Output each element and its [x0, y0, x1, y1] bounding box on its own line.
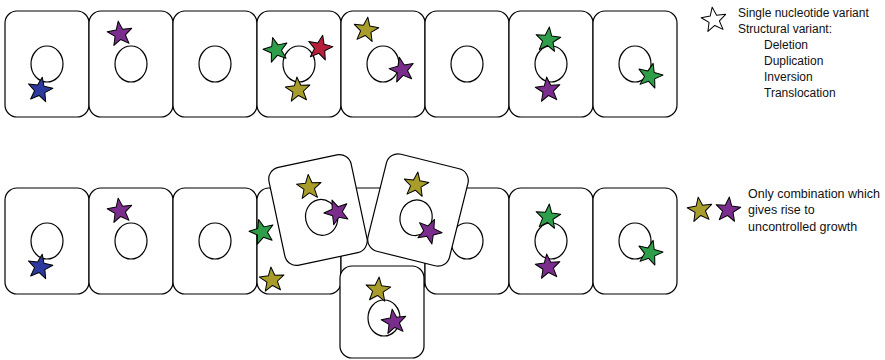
variant-type: Duplication — [764, 54, 823, 70]
variant-type: Deletion — [764, 38, 808, 54]
legend-text: Only combination which gives rise to unc… — [748, 186, 880, 235]
variant-type: Inversion — [764, 70, 813, 86]
top-row — [5, 11, 677, 117]
legend-samples — [686, 5, 742, 222]
legend-text: Single nucleotide variant — [738, 6, 869, 22]
tumour-cells — [267, 151, 471, 358]
legend-heading: Structural variant: — [738, 22, 832, 38]
variant-type: Translocation — [764, 86, 836, 102]
